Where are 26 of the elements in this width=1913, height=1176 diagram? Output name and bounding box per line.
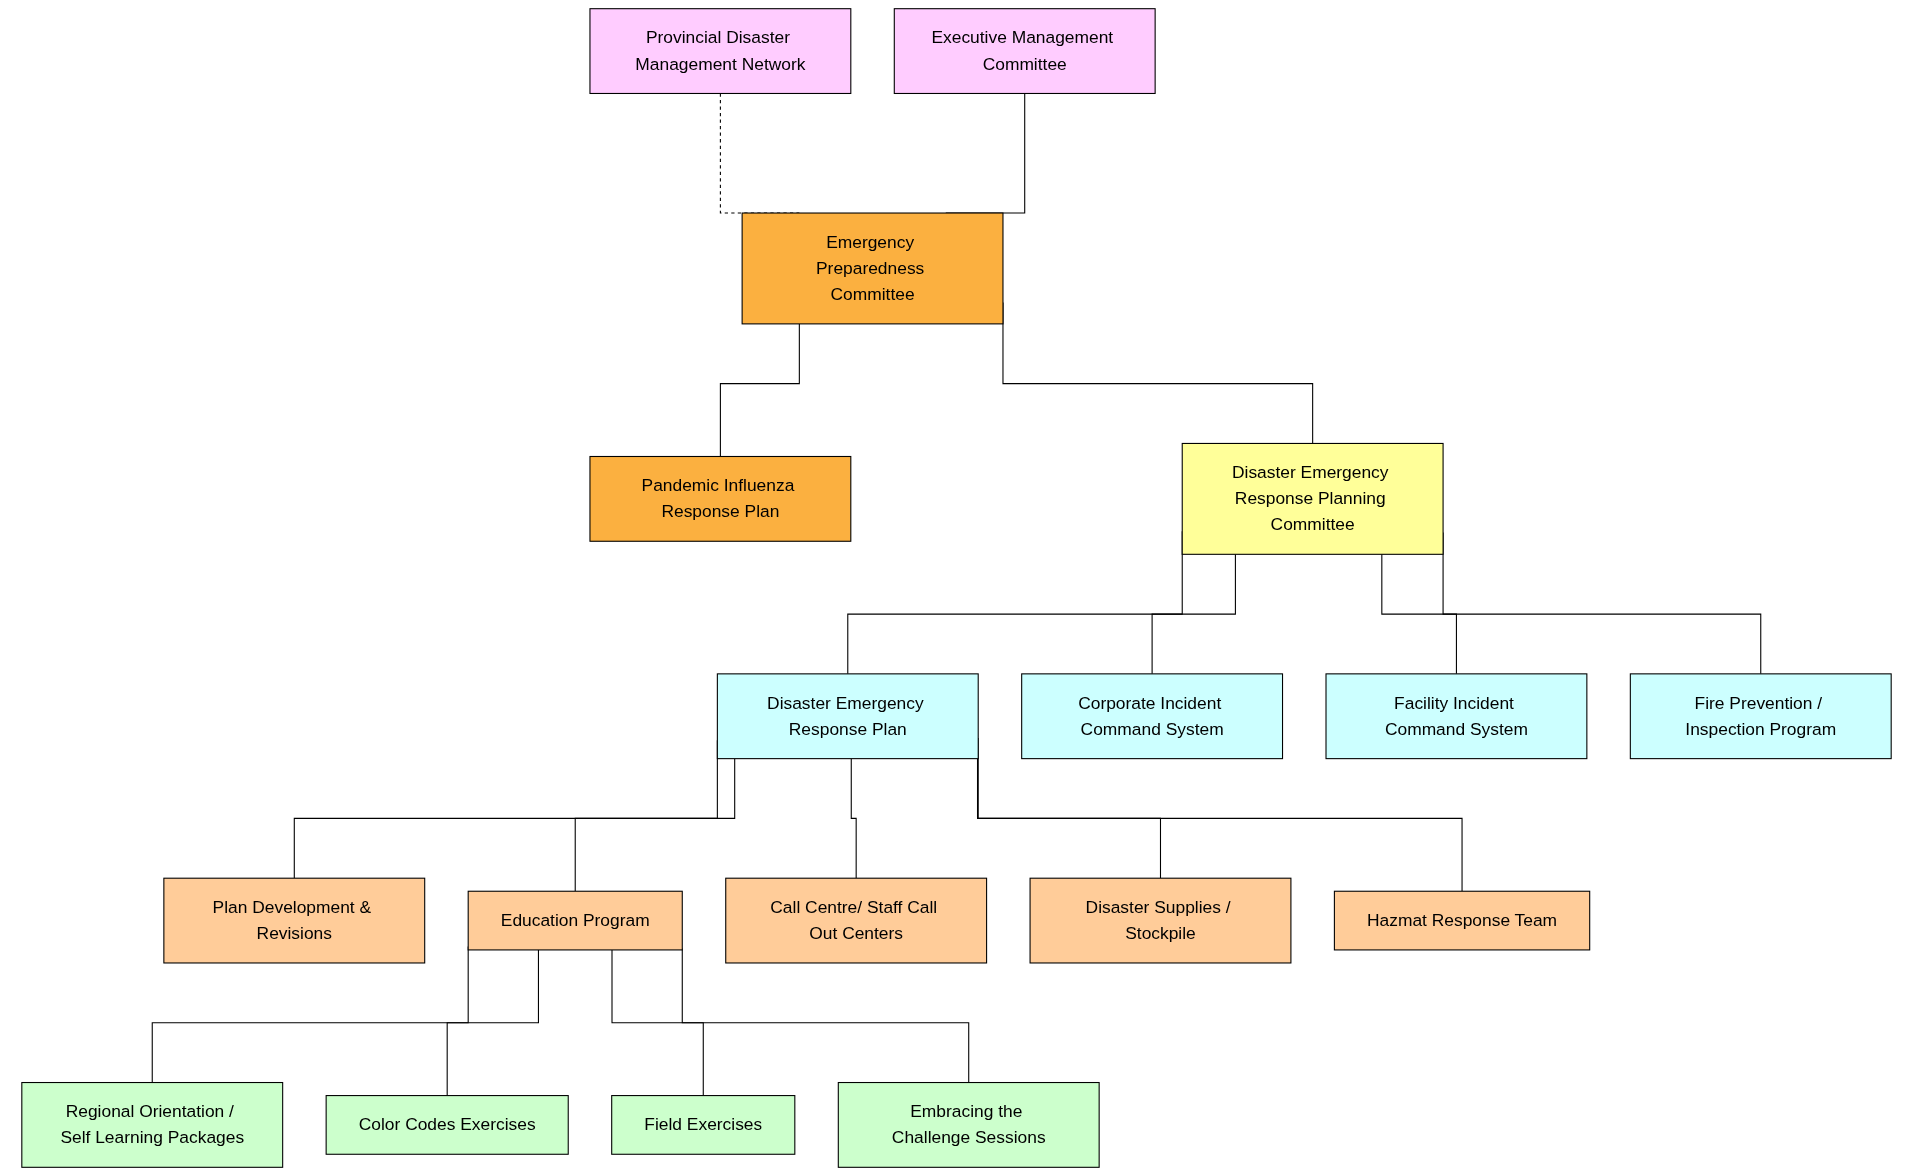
node-box: Hazmat Response Team (1333, 890, 1591, 951)
node-box: Plan Development & Revisions (163, 877, 426, 964)
node-box: Disaster Emergency Response Planning Committee (1181, 442, 1444, 555)
node-box: Executive Management Committee (893, 8, 1156, 94)
node-box: Field Exercises (611, 1095, 796, 1155)
node-box: Facility Incident Command System (1325, 673, 1588, 760)
connector (574, 758, 736, 892)
node-box: Color Codes Exercises (325, 1095, 569, 1155)
node-box: Call Centre/ Staff Call Out Centers (725, 877, 988, 964)
node-box: Embracing the Challenge Sessions (837, 1082, 1100, 1168)
connector (446, 949, 539, 1097)
node-box: Provincial Disaster Management Network (589, 8, 852, 94)
node-box: Regional Orientation / Self Learning Packages (21, 1082, 284, 1168)
node-box: Corporate Incident Command System (1021, 673, 1284, 760)
connector (611, 949, 704, 1097)
connector (1381, 553, 1457, 675)
node-box: Education Program (467, 890, 683, 951)
node-box: Pandemic Influenza Response Plan (589, 455, 852, 542)
connector (1151, 553, 1236, 675)
connector (976, 758, 1162, 879)
node-box: Fire Prevention / Inspection Program (1629, 673, 1892, 760)
node-box: Emergency Preparedness Committee (741, 212, 1004, 325)
node-box: Disaster Emergency Response Plan (716, 673, 979, 760)
connector (719, 323, 800, 458)
connector (850, 758, 857, 879)
node-box: Disaster Supplies / Stockpile (1029, 877, 1292, 964)
